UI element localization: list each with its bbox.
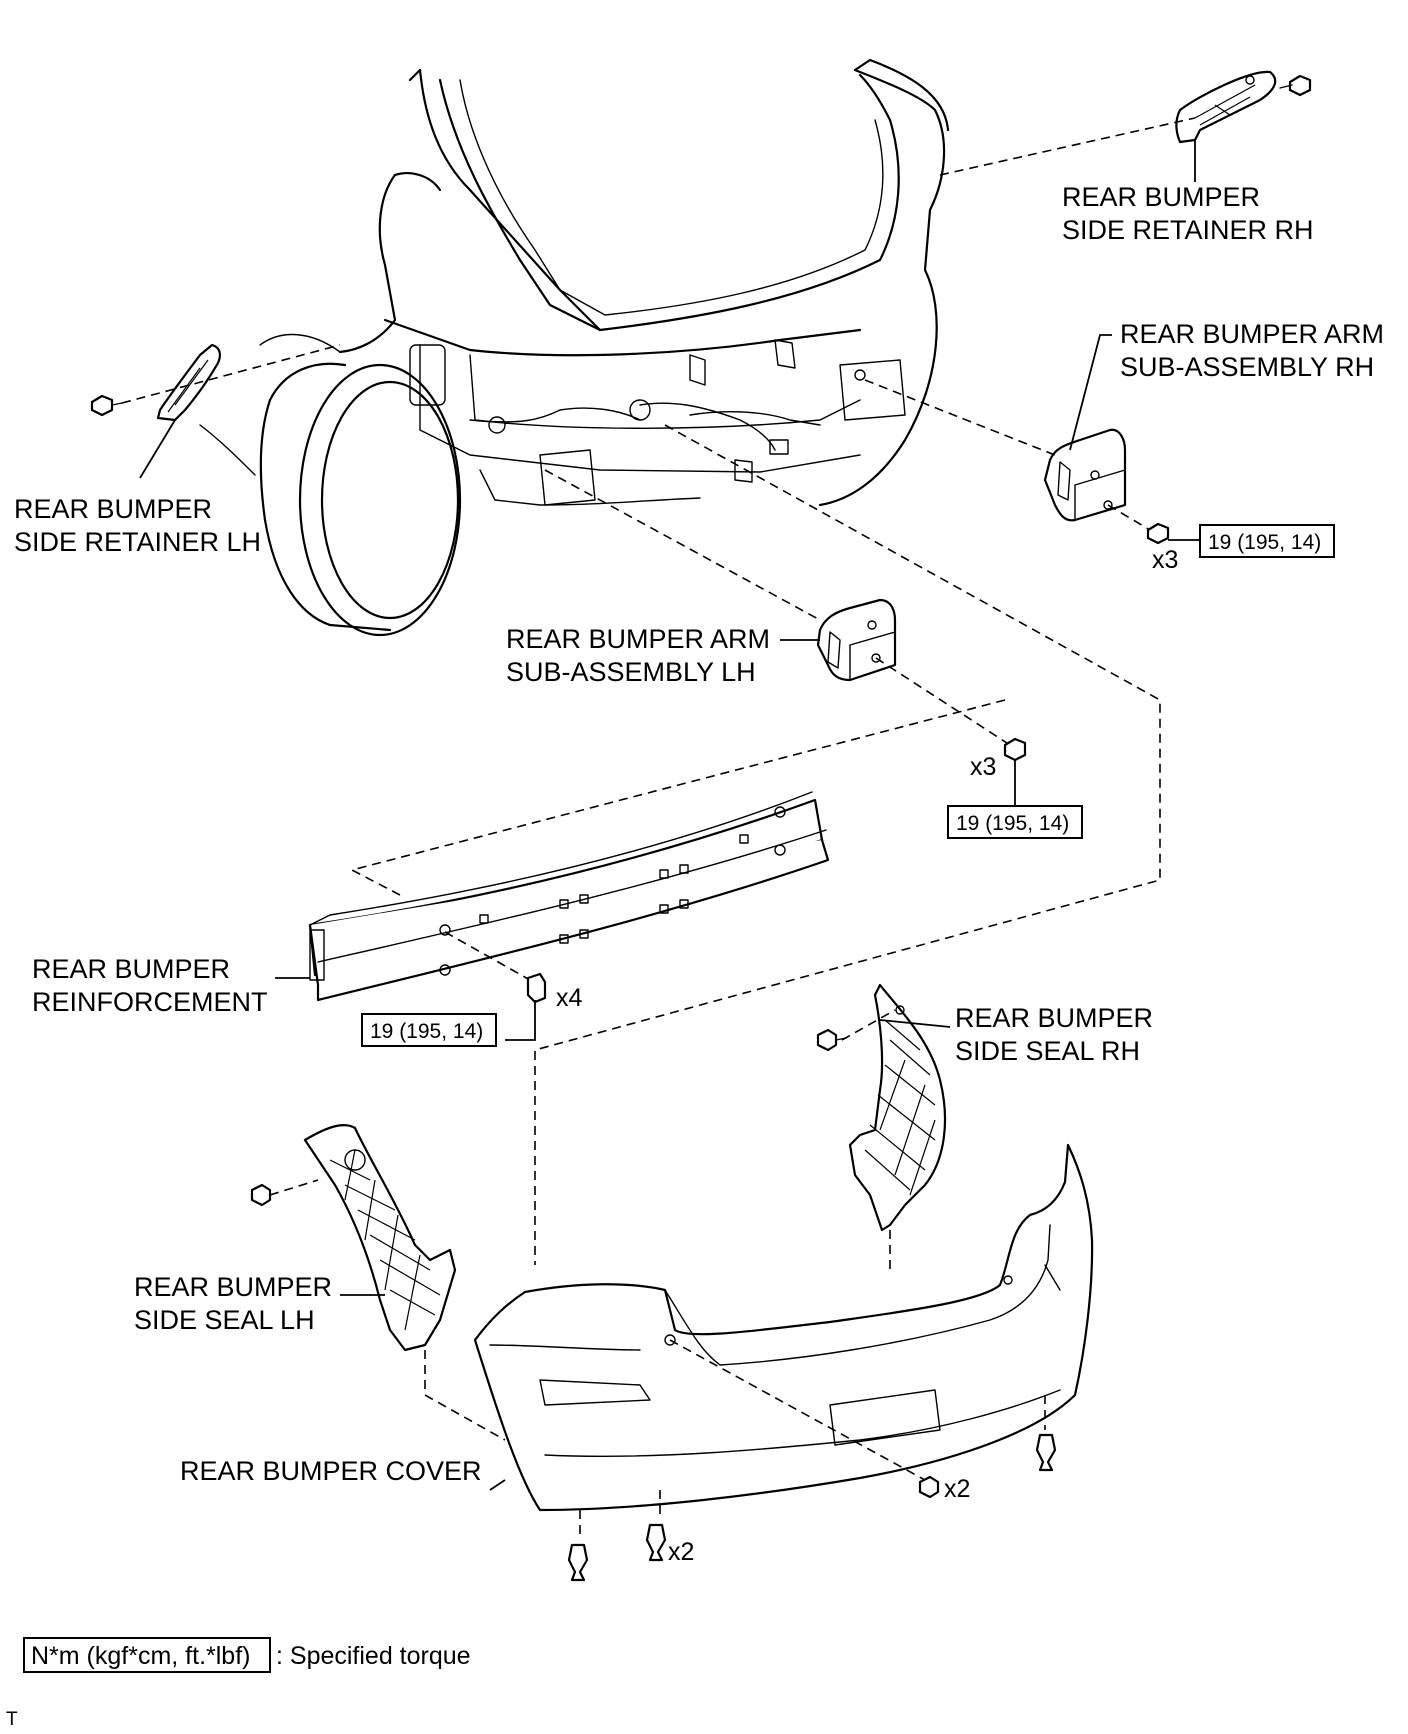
qty-arm-rh-bolts: x3	[1152, 546, 1178, 574]
arm-lh-guide-line	[544, 469, 821, 621]
reinforcement-holes	[439, 806, 786, 976]
arm-lh	[816, 598, 897, 682]
arm-rh-bolt-guide-line	[1107, 504, 1151, 531]
bumper-cover	[473, 1143, 1094, 1512]
side-retainer-rh	[1175, 70, 1277, 144]
legend-unit-box: N*m (kgf*cm, ft.*lbf)	[31, 1642, 250, 1670]
cover-clip-left-icon	[567, 1543, 589, 1582]
reinforcement-bolt-guide-line	[444, 931, 531, 981]
retainer-rh-bolt-icon	[1279, 74, 1312, 97]
seal-rh-screw-icon	[816, 1028, 847, 1052]
torque-value-reinforcement: 19 (195, 14)	[370, 1020, 483, 1043]
cover-clip-mid-icon	[645, 1523, 667, 1562]
label-bumper-cover: REAR BUMPER COVER	[180, 1456, 482, 1486]
body-to-bumper-guide-line	[534, 424, 1161, 1265]
retainer-rh-guide-line	[939, 117, 1196, 176]
torque-value-arm-lh: 19 (195, 14)	[956, 812, 1069, 835]
seal-lh-screw-guide-line	[269, 1179, 319, 1196]
cover-screw-guide-line	[669, 1339, 926, 1481]
cover-clip-right-icon	[1035, 1433, 1057, 1472]
seal-lh-screw-icon	[250, 1183, 272, 1207]
seal-lh-lower-guide-line	[424, 1350, 506, 1441]
cover-screw-icon	[918, 1475, 940, 1499]
torque-box-arm-lh: 19 (195, 14)	[947, 805, 1083, 839]
reinforcement-frame-line	[349, 699, 1006, 896]
arm-rh	[1043, 428, 1127, 522]
corner-mark: T	[6, 1709, 18, 1730]
qty-cover-clips: x2	[668, 1538, 694, 1566]
arm-lh-bolt-icon	[1003, 737, 1027, 762]
retainer-lh-guide-line	[121, 344, 341, 404]
torque-legend: N*m (kgf*cm, ft.*lbf) : Specified torque	[23, 1637, 471, 1673]
reinforcement-bolt-icon	[526, 972, 547, 1004]
side-seal-rh	[848, 983, 947, 1232]
torque-box-reinforcement: 19 (195, 14)	[361, 1013, 497, 1047]
qty-arm-lh-bolts: x3	[970, 753, 996, 781]
side-retainer-lh	[156, 343, 221, 422]
seal-rh-screw-guide-line	[841, 1009, 896, 1041]
arm-rh-bolt-icon	[1146, 522, 1170, 545]
side-seal-lh	[303, 1124, 457, 1352]
arm-lh-bolt-guide-line	[875, 657, 1011, 746]
qty-cover-screws: x2	[944, 1475, 970, 1503]
torque-box-arm-rh: 19 (195, 14)	[1199, 524, 1335, 558]
reinforcement	[308, 791, 830, 1002]
torque-value-arm-rh: 19 (195, 14)	[1208, 531, 1321, 554]
leader-lines	[139, 140, 1210, 1491]
retainer-lh-bolt-icon	[90, 394, 123, 417]
qty-reinforcement-bolts: x4	[556, 984, 583, 1012]
vehicle-rear-body	[199, 58, 950, 637]
legend-text: : Specified torque	[276, 1642, 471, 1670]
arm-rh-guide-line	[864, 379, 1056, 456]
